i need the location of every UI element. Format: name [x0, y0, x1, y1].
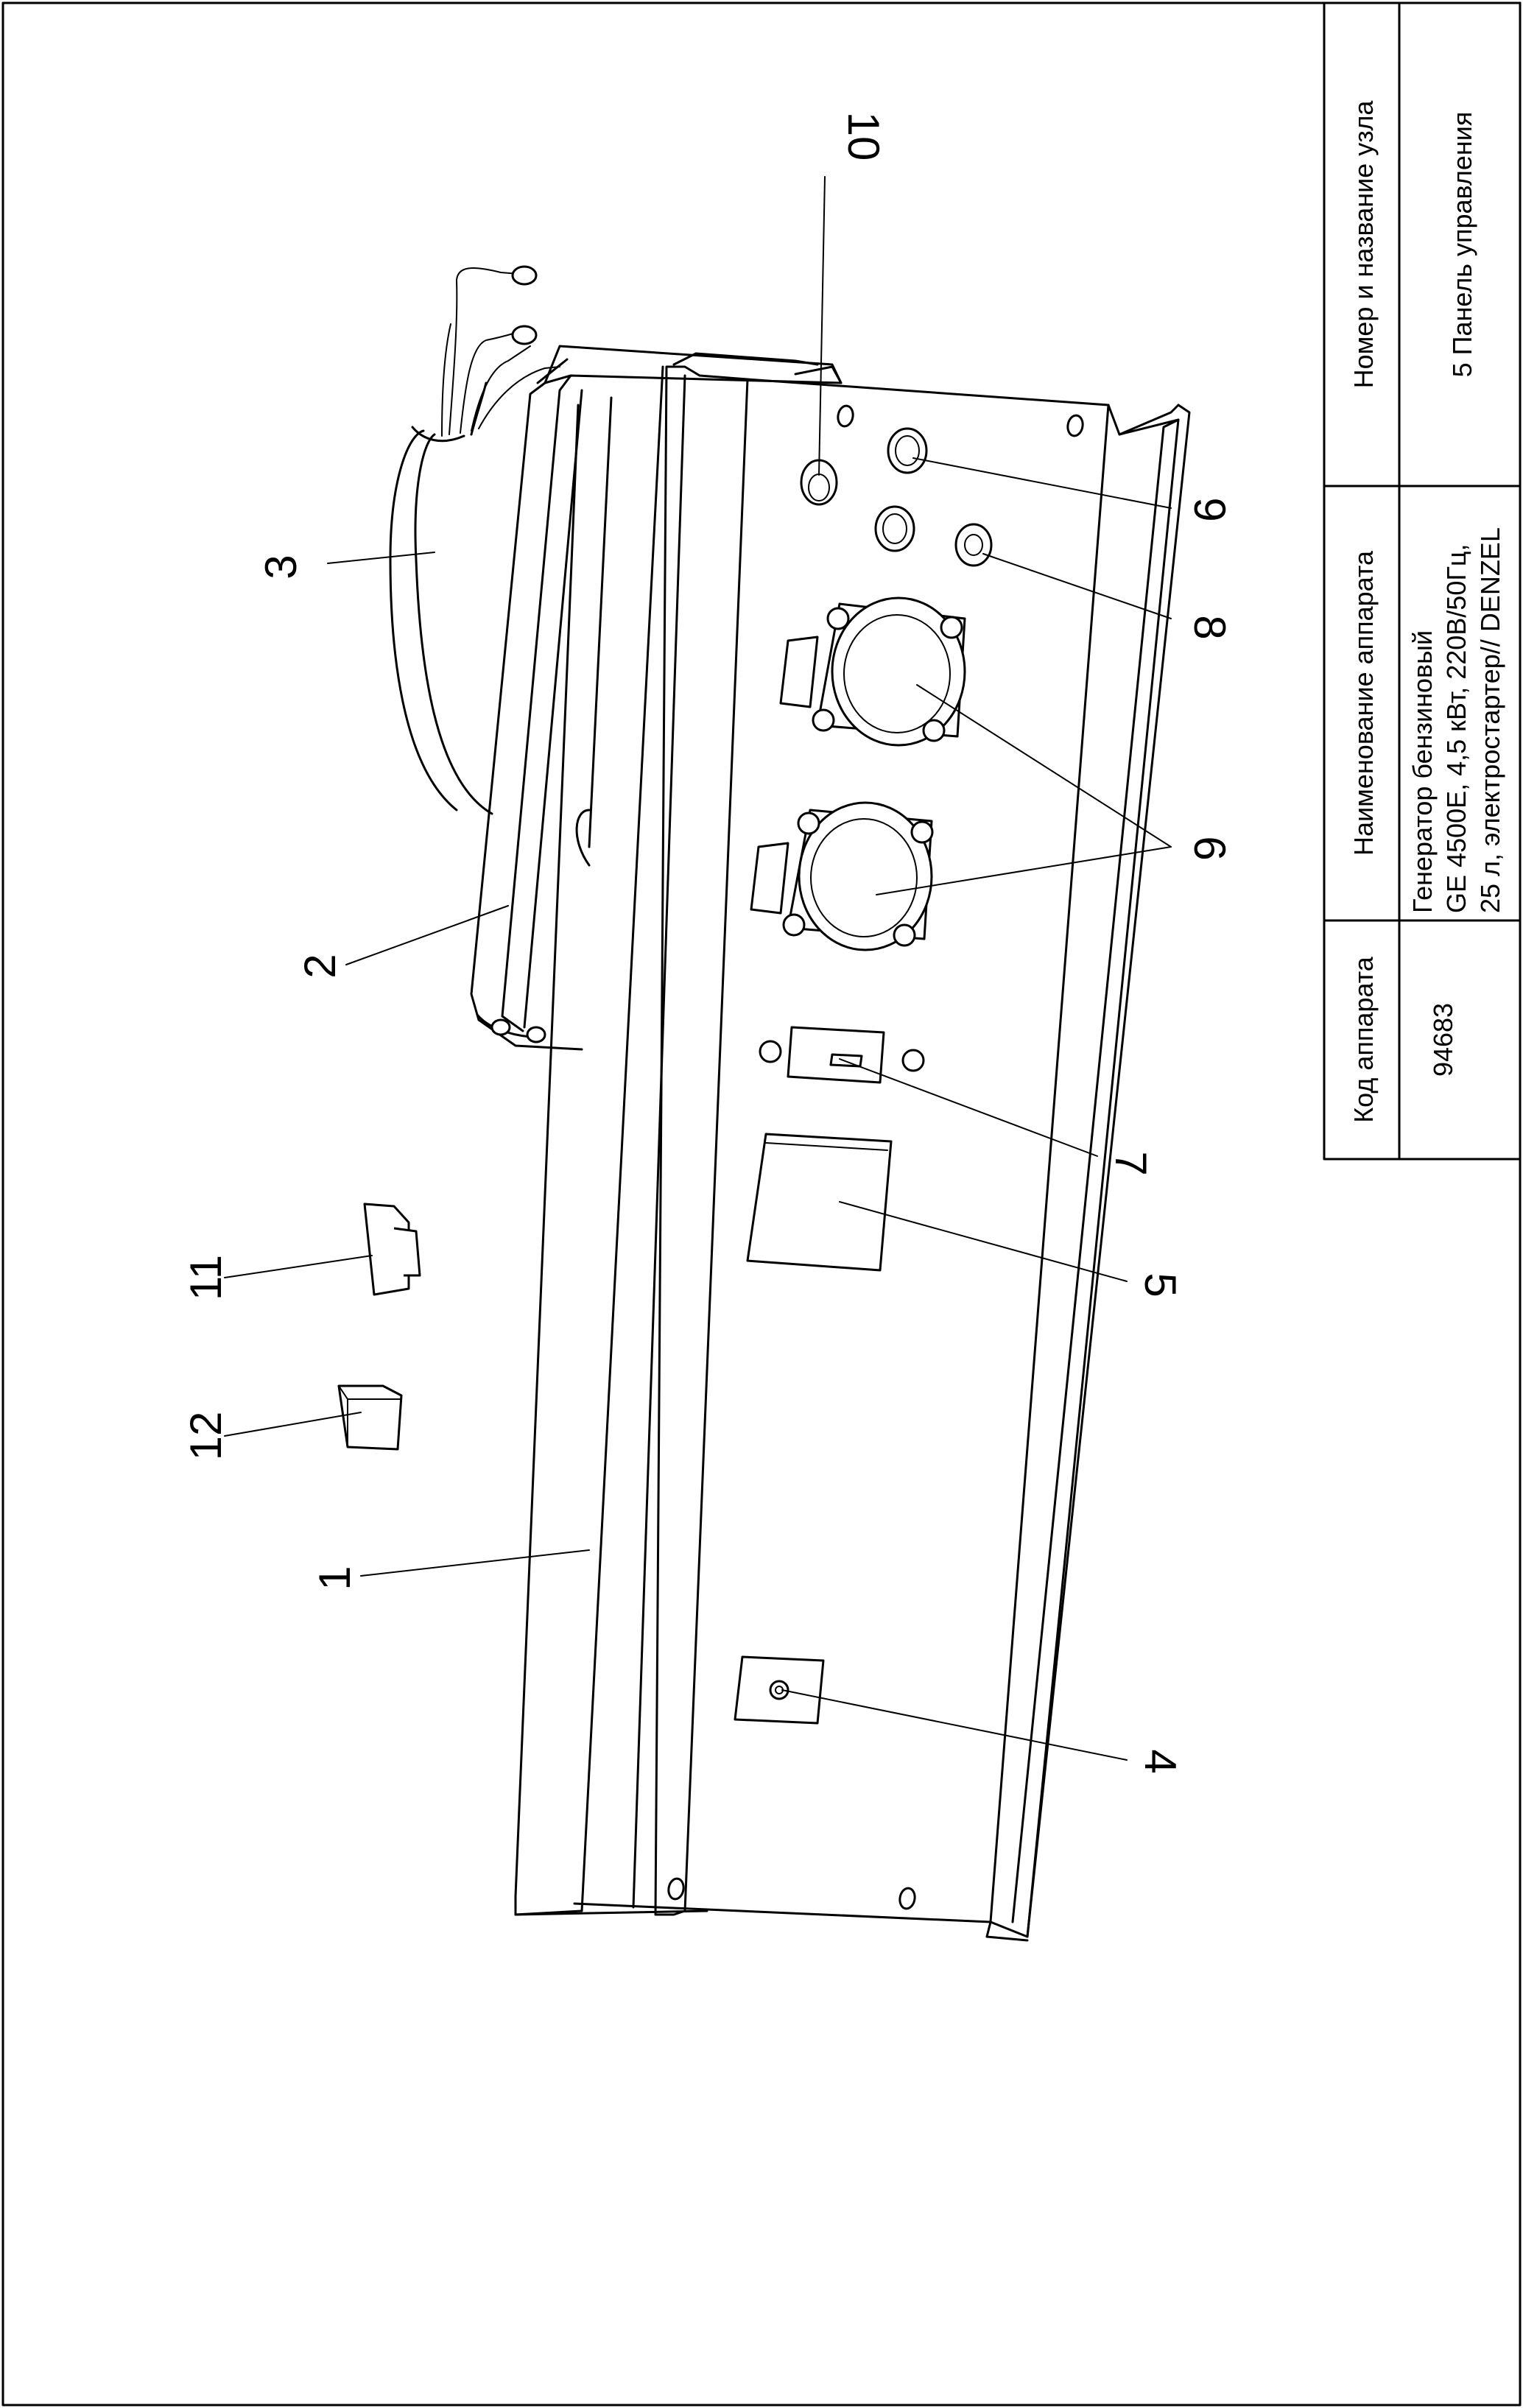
name-value-line1: Генератор бензиновый [1407, 630, 1438, 913]
ignition-switch [759, 1026, 925, 1084]
main-panel [514, 352, 1191, 1942]
cover-cap [337, 1384, 403, 1451]
node-value: 5 Панель управления [1447, 112, 1477, 378]
callout-3: 3 [256, 555, 306, 579]
socket-lower [750, 801, 934, 951]
code-header: Код аппарата [1348, 956, 1379, 1123]
callout-2: 2 [295, 954, 345, 978]
node-header: Номер и название узла [1348, 100, 1379, 389]
callout-numbers: 10 9 8 6 7 5 4 3 2 1 11 12 [181, 112, 1234, 1774]
name-value-line3: 25 л, электростартер// DENZEL [1475, 527, 1505, 913]
name-header: Наименование аппарата [1348, 550, 1379, 856]
cable-bundle [389, 265, 560, 815]
name-value-line2: GE 4500E, 4,5 кВт, 220В/50Гц, [1441, 544, 1471, 913]
callout-11: 11 [181, 1255, 231, 1300]
display-window [746, 1133, 893, 1272]
callout-4: 4 [1136, 1749, 1185, 1773]
callout-8: 8 [1185, 615, 1234, 639]
ground-terminal [734, 1655, 825, 1725]
callout-10: 10 [839, 112, 888, 161]
callout-12: 12 [181, 1412, 231, 1461]
callout-6: 6 [1185, 836, 1234, 860]
rear-frame [470, 345, 843, 1051]
code-value: 94683 [1428, 1003, 1458, 1077]
callout-5: 5 [1136, 1272, 1185, 1297]
dc-terminal [954, 523, 993, 567]
callout-1: 1 [310, 1566, 359, 1590]
switch-knob [363, 1203, 421, 1296]
control-panel-drawing [337, 265, 1191, 1942]
callout-7: 7 [1106, 1151, 1156, 1175]
socket-upper [779, 596, 966, 747]
title-block: Код аппарата 94683 Наименование аппарата… [1323, 1, 1522, 1161]
callout-leaders [224, 176, 1172, 1761]
circuit-breakers [874, 427, 928, 552]
callout-9: 9 [1185, 497, 1234, 521]
title-block-frame [1323, 1, 1522, 1161]
